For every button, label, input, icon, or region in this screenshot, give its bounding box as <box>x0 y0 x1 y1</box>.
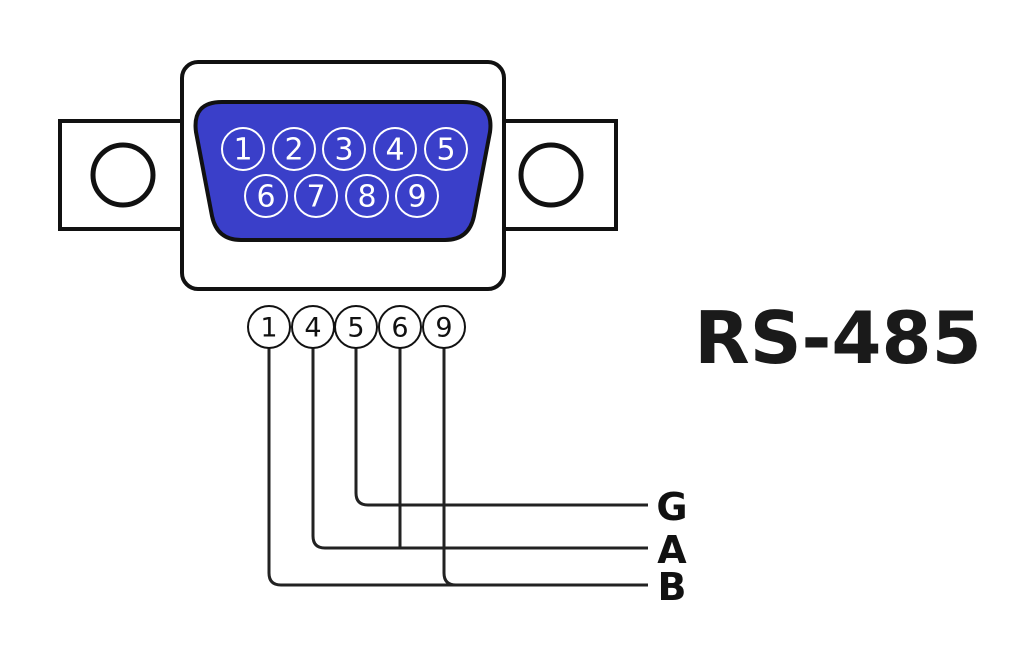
connector-pin-number: 3 <box>334 133 353 168</box>
wired-pin-callout: 6 <box>378 305 422 349</box>
connector-pin-number: 4 <box>385 133 404 168</box>
connector-pin-number: 6 <box>256 180 275 215</box>
wired-pin-number: 5 <box>347 313 364 344</box>
connector-pin: 2 <box>272 127 316 171</box>
connector-pin-number: 9 <box>407 180 426 215</box>
connector-pin: 5 <box>424 127 468 171</box>
connector-pin-circle <box>424 127 468 171</box>
wired-pin-callout: 9 <box>422 305 466 349</box>
right-screw-hole <box>518 142 584 208</box>
signal-wire-a <box>311 348 648 550</box>
wiring <box>267 348 648 587</box>
signal-labels: GAB <box>656 485 687 609</box>
left-screw-hole <box>90 142 156 208</box>
signal-label-g: G <box>656 485 687 529</box>
connector-pin-circle <box>272 127 316 171</box>
signal-wire-g <box>354 348 648 507</box>
connector-pin-number: 7 <box>306 180 325 215</box>
connector-pin-number: 1 <box>233 133 252 168</box>
connector-body <box>193 100 493 242</box>
connector-pin: 9 <box>395 174 439 218</box>
signal-label-b: B <box>658 565 687 609</box>
connector-pin: 7 <box>294 174 338 218</box>
connector-pin-number: 2 <box>284 133 303 168</box>
wired-pin-number: 6 <box>391 313 408 344</box>
wired-pin-callout: 4 <box>291 305 335 349</box>
connector-pin-circle <box>395 174 439 218</box>
connector-pin-circle <box>322 127 366 171</box>
connector-pin-circle <box>244 174 288 218</box>
connector-pin: 6 <box>244 174 288 218</box>
wired-pin-callout: 5 <box>334 305 378 349</box>
signal-label-a: A <box>657 528 687 572</box>
wired-pin-number: 4 <box>304 313 321 344</box>
signal-wire-b <box>267 348 648 587</box>
wired-pin-circle <box>247 305 291 349</box>
pin-drop-wire <box>442 348 457 587</box>
connector-pin: 1 <box>221 127 265 171</box>
connector-pin-number: 8 <box>357 180 376 215</box>
wired-pin-callout: 1 <box>247 305 291 349</box>
connector-pin-circle <box>373 127 417 171</box>
connector-pin-circle <box>345 174 389 218</box>
connector-pin: 8 <box>345 174 389 218</box>
wired-pin-circle <box>422 305 466 349</box>
wired-pin-circle <box>378 305 422 349</box>
wired-pin-circle <box>334 305 378 349</box>
connector-pin: 3 <box>322 127 366 171</box>
connector-pin-circle <box>221 127 265 171</box>
wired-pin-number: 1 <box>260 313 277 344</box>
connector-pin-number: 5 <box>436 133 455 168</box>
diagram-title: RS-485 <box>694 296 981 380</box>
wired-pin-number: 9 <box>435 313 452 344</box>
connector-pin-circle <box>294 174 338 218</box>
connector-pin: 4 <box>373 127 417 171</box>
